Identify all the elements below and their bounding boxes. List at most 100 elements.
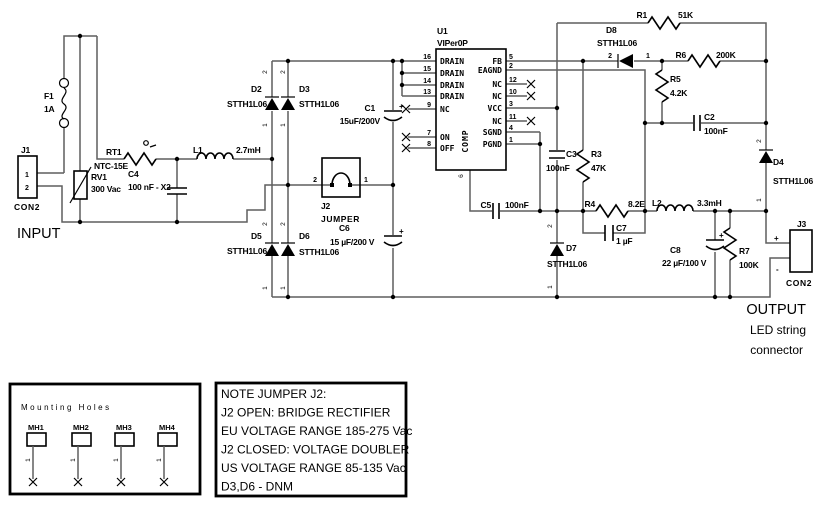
rv1-value: 300 Vac — [91, 184, 121, 194]
u1-lpin-num: 9 — [427, 102, 431, 109]
u1-lpin-name: DRAIN — [440, 92, 464, 101]
u1-rpin-num: 3 — [509, 101, 513, 108]
diode-d7: D7 STTH1L06 2 1 — [547, 224, 588, 289]
d7-pin1: 1 — [547, 285, 554, 289]
j2-ref: J2 — [321, 201, 331, 211]
d5-pin2: 2 — [262, 222, 269, 226]
u1-rpin-num: 5 — [509, 54, 513, 61]
r4-value: 8.2E — [628, 199, 645, 209]
input-title: INPUT — [17, 226, 61, 242]
u1-lpin-num: 16 — [423, 54, 431, 61]
c3-ref: C3 — [566, 149, 577, 159]
jumper-j2: 2 1 J2 JUMPER — [313, 157, 368, 224]
resistor-r1: R1 51K — [637, 10, 694, 30]
capacitor-c5: C5 100nF — [481, 200, 529, 219]
c4-ref: C4 — [128, 169, 139, 179]
c6-polarity: + — [399, 227, 404, 236]
diode-d8: D8 STTH1L06 2 1 — [597, 25, 650, 68]
mh4-pin: 1 — [156, 458, 163, 462]
mh1-label: MH1 — [28, 423, 44, 432]
mh2-label: MH2 — [73, 423, 89, 432]
u1-lpin-name: DRAIN — [440, 69, 464, 78]
j2-pin2-label: 2 — [313, 177, 317, 184]
fuse-f1: F1 1A — [44, 77, 70, 129]
diode-d6: D6 STTH1L06 2 1 — [280, 222, 340, 290]
u1-rpin-name: NC — [492, 80, 502, 89]
capacitor-c2: C2 100nF — [693, 112, 728, 136]
u1-rpin-name: SGND — [483, 128, 502, 137]
u1-comp-label: COMP — [461, 129, 470, 152]
r5-ref: R5 — [670, 74, 681, 84]
note-line-5: US VOLTAGE RANGE 85-135 Vac — [221, 461, 406, 475]
r6-ref: R6 — [676, 50, 687, 60]
c2-ref: C2 — [704, 112, 715, 122]
mh3-pin: 1 — [113, 458, 120, 462]
d2-value: STTH1L06 — [227, 99, 267, 109]
d4-pin1: 1 — [756, 198, 763, 202]
d2-ref: D2 — [251, 84, 262, 94]
mh1-pin: 1 — [25, 458, 32, 462]
resistor-r7: R7 100K — [723, 227, 760, 270]
note-line-1: NOTE JUMPER J2: — [221, 387, 326, 401]
capacitor-c7: C7 1 µF — [604, 223, 633, 246]
diode-d4: D4 STTH1L06 2 1 — [756, 139, 814, 202]
inductor-l1: L1 2.7mH — [193, 145, 261, 160]
d7-pin2: 2 — [547, 224, 554, 228]
c6-ref: C6 — [339, 223, 350, 233]
nc-x-icon — [526, 79, 536, 89]
r3-ref: R3 — [591, 149, 602, 159]
f1-ref: F1 — [44, 91, 54, 101]
u1-rpin-num: 12 — [509, 77, 517, 84]
r6-value: 200K — [716, 50, 737, 60]
mounting-hole-mh2: MH2 1 — [70, 423, 92, 487]
u1-rpin-num: 1 — [509, 137, 513, 144]
u1-lpin-name: OFF — [440, 144, 455, 153]
resistor-r3: R3 47K — [576, 149, 607, 183]
d2-pin1: 1 — [262, 123, 269, 127]
thermistor-rt1: RT1 NTC-15E — [94, 140, 157, 171]
d5-ref: D5 — [251, 231, 262, 241]
u1-rpin-num: 11 — [509, 114, 517, 121]
d6-value: STTH1L06 — [299, 247, 339, 257]
c2-value: 100nF — [704, 126, 728, 136]
u1-ref: U1 — [437, 26, 448, 36]
varistor-rv1: RV1 300 Vac — [69, 166, 121, 204]
u1-lpin-name: DRAIN — [440, 57, 464, 66]
c8-polarity: + — [719, 231, 724, 240]
c6-value: 15 µF/200 V — [330, 237, 375, 247]
resistor-r4: R4 8.2E — [585, 199, 645, 218]
rv1-ref: RV1 — [91, 172, 107, 182]
d3-pin2: 2 — [280, 70, 287, 74]
c4-value: 100 nF - X2 — [128, 182, 171, 192]
diode-d5: D5 STTH1L06 2 1 — [227, 222, 280, 290]
capacitor-c3: C3 100nF — [546, 149, 577, 173]
u1-rpin-num: 4 — [509, 125, 513, 132]
r1-value: 51K — [678, 10, 694, 20]
c8-value: 22 µF/100 V — [662, 258, 707, 268]
d3-pin1: 1 — [280, 123, 287, 127]
d8-ref: D8 — [606, 25, 617, 35]
rt1-ref: RT1 — [106, 147, 122, 157]
thermal-mark-icon — [143, 140, 149, 146]
d3-ref: D3 — [299, 84, 310, 94]
u1-rpin-name: FB — [492, 57, 502, 66]
d4-pin2: 2 — [756, 139, 763, 143]
note-line-4: J2 CLOSED: VOLTAGE DOUBLER — [221, 443, 410, 457]
j2-pin1-label: 1 — [364, 177, 368, 184]
c7-ref: C7 — [616, 223, 627, 233]
c1-polarity: + — [399, 102, 404, 111]
output-title: OUTPUT — [746, 302, 806, 318]
d8-value: STTH1L06 — [597, 38, 637, 48]
j2-label: JUMPER — [321, 214, 360, 224]
f1-value: 1A — [44, 104, 55, 114]
r7-value: 100K — [739, 260, 760, 270]
c5-value: 100nF — [505, 200, 529, 210]
c3-value: 100nF — [546, 163, 570, 173]
rt1-value: NTC-15E — [94, 161, 129, 171]
d6-pin2: 2 — [280, 222, 287, 226]
l1-ref: L1 — [193, 145, 203, 155]
d4-ref: D4 — [773, 157, 784, 167]
u1-lpin-name: ON — [440, 133, 450, 142]
u1-lpin-num: 15 — [423, 66, 431, 73]
